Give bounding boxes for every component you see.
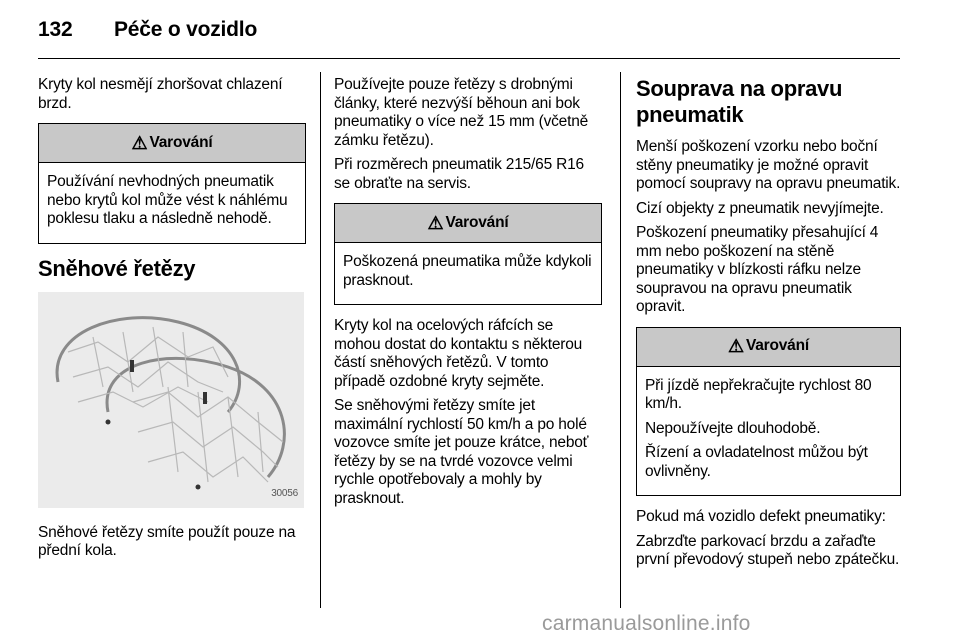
warning-header: ⚠Varování [637, 327, 900, 367]
intro-paragraph: Kryty kol nesmějí zhoršovat chlazení brz… [38, 76, 283, 112]
column-2: Používejte pouze řetězy s drobnými článk… [334, 76, 602, 514]
warning-box: ⚠Varování Při jízdě nepřekračujte rychlo… [636, 326, 901, 496]
warning-text: Při jízdě nepřekračujte rychlost 80 km/h… [645, 376, 872, 413]
page-title: Péče o vozidlo [114, 18, 258, 41]
warning-heading: Varování [745, 337, 809, 355]
paragraph: Zabrzďte parkovací brzdu a zařaďte první… [636, 532, 900, 569]
warning-triangle-icon: ⚠ [131, 132, 148, 153]
warning-box: ⚠Varování Poškozená pneumatika může kdyk… [334, 203, 602, 305]
section-title: Souprava na opravu pneumatik [636, 76, 843, 127]
warning-box: ⚠Varování Používání nevhodných pneumatik… [38, 123, 306, 244]
figure-caption: Sněhové řetězy smíte použít pouze na pře… [38, 523, 296, 560]
paragraph: Při rozměrech pneumatik 215/65 R16 se ob… [334, 156, 584, 192]
paragraph: Používejte pouze řetězy s drobnými článk… [334, 76, 589, 149]
warning-body: Poškozená pneumatika může kdykoli praskn… [335, 243, 601, 304]
column-1: Kryty kol nesmějí zhoršovat chlazení brz… [38, 76, 306, 567]
warning-text: Používání nevhodných pneumatik nebo kryt… [47, 173, 288, 227]
figure-number: 30056 [271, 488, 298, 499]
paragraph: Kryty kol na ocelových ráfcích se mohou … [334, 317, 583, 390]
column-divider [320, 72, 321, 608]
warning-triangle-icon: ⚠ [427, 212, 444, 233]
page-header: 132 Péče o vozidlo [38, 18, 257, 42]
warning-heading: Varování [149, 133, 213, 151]
header-divider [38, 58, 900, 59]
section-title: Sněhové řetězy [38, 255, 196, 281]
snow-chains-illustration: 30056 [38, 291, 304, 508]
warning-body: Používání nevhodných pneumatik nebo kryt… [39, 163, 305, 243]
warning-text: Nepoužívejte dlouhodobě. [645, 419, 821, 437]
warning-header: ⚠Varování [39, 124, 305, 163]
watermark: carmanualsonline.info [542, 612, 751, 635]
paragraph: Se sněhovými řetězy smíte jet maximální … [334, 397, 589, 507]
paragraph: Menší poškození vzorku nebo boční stěny … [636, 138, 901, 192]
paragraph: Poškození pneumatiky přesahující 4 mm ne… [636, 224, 879, 315]
warning-text: Poškozená pneumatika může kdykoli praskn… [343, 253, 592, 289]
page-number: 132 [38, 18, 73, 41]
warning-triangle-icon: ⚠ [728, 336, 744, 357]
paragraph: Cizí objekty z pneumatik nevyjímejte. [636, 199, 884, 217]
column-3: Souprava na opravu pneumatik Menší poško… [636, 76, 901, 576]
warning-text: Řízení a ovladatelnost můžou být ovlivně… [645, 444, 868, 480]
column-divider [620, 72, 621, 608]
paragraph: Pokud má vozidlo defekt pneumatiky: [636, 508, 886, 525]
warning-heading: Varování [445, 213, 509, 231]
warning-body: Při jízdě nepřekračujte rychlost 80 km/h… [637, 367, 900, 496]
warning-header: ⚠Varování [335, 204, 601, 243]
